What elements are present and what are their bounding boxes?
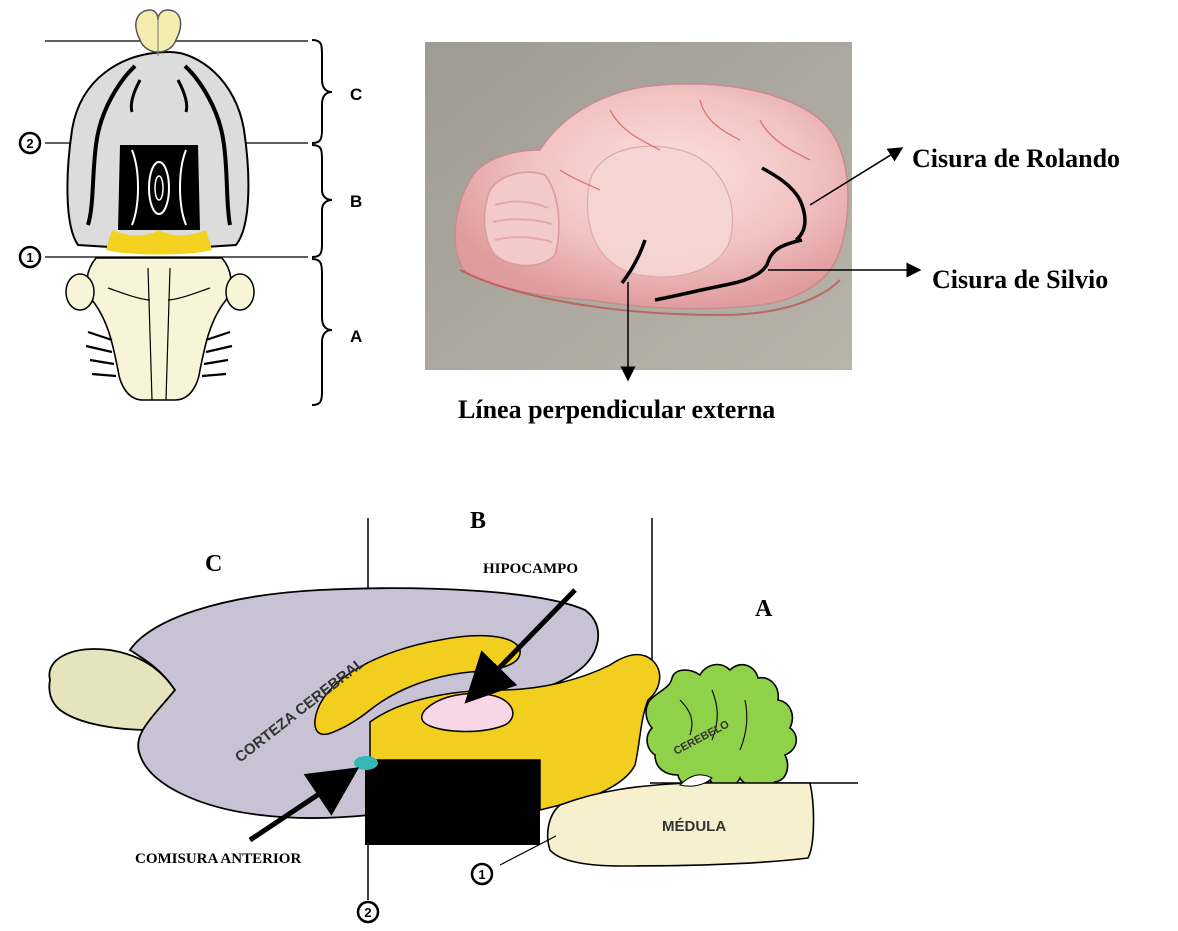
svg-text:2: 2 xyxy=(364,905,371,920)
brace-b xyxy=(312,145,332,257)
sagittal-label-a: A xyxy=(755,596,773,622)
sagittal-label-c: C xyxy=(205,551,222,577)
label-cisura-rolando: Cisura de Rolando xyxy=(912,144,1120,173)
svg-text:1: 1 xyxy=(26,250,33,265)
anterior-commissure xyxy=(354,756,378,770)
marker-2-bottom: 2 xyxy=(358,902,378,922)
left-flocculus xyxy=(66,274,94,310)
brace-a xyxy=(312,259,332,405)
black-block xyxy=(365,760,540,845)
marker-1-bottom: 1 xyxy=(472,864,492,884)
right-flocculus xyxy=(226,274,254,310)
label-medula: MÉDULA xyxy=(662,818,726,835)
region-label-a: A xyxy=(350,327,362,346)
marker-1-top: 1 xyxy=(20,247,40,267)
yellow-band xyxy=(106,230,212,255)
region-label-c: C xyxy=(350,85,362,104)
region-label-b: B xyxy=(350,192,362,211)
dorsal-brain-diagram: C B A 2 1 xyxy=(20,10,362,405)
svg-text:1: 1 xyxy=(478,867,485,882)
brain-photo xyxy=(425,42,852,370)
label-hipocampo: HIPOCAMPO xyxy=(483,561,578,577)
svg-text:2: 2 xyxy=(26,136,33,151)
brainstem xyxy=(87,258,231,400)
central-black-region xyxy=(118,145,200,230)
brace-c xyxy=(312,40,332,143)
marker-2-top: 2 xyxy=(20,133,40,153)
label-comisura-anterior: COMISURA ANTERIOR xyxy=(135,851,301,867)
label-linea-perpendicular: Línea perpendicular externa xyxy=(458,395,775,424)
label-cisura-silvio: Cisura de Silvio xyxy=(932,265,1108,294)
sagittal-label-b: B xyxy=(470,508,486,534)
